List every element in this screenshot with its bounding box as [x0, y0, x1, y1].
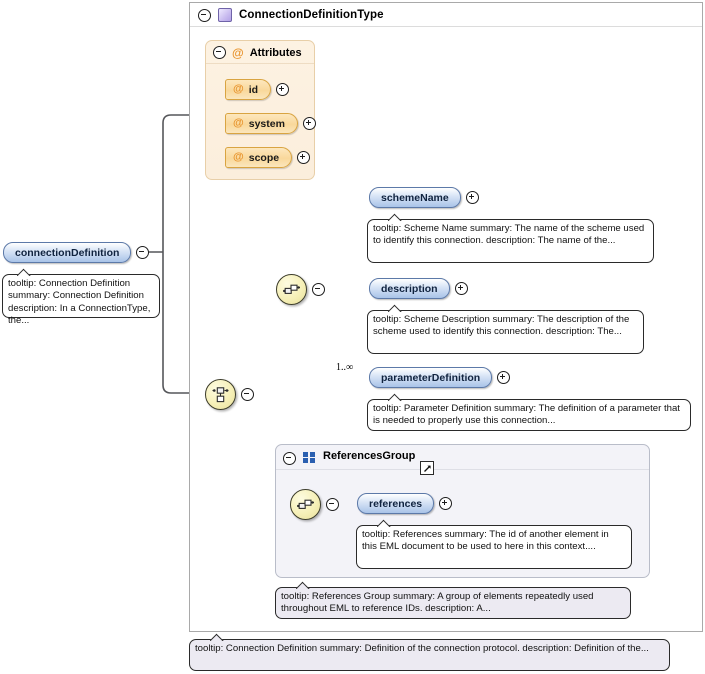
attributes-group-title: Attributes [249, 46, 302, 59]
choice-compositor-row[interactable] [205, 379, 254, 410]
sequence-compositor-row[interactable] [276, 274, 325, 305]
tooltip-pointer [377, 519, 391, 527]
choice-icon[interactable] [205, 379, 236, 410]
attribute-row-scope[interactable]: @ scope [225, 147, 311, 168]
at-sign-icon: @ [233, 117, 244, 129]
at-sign-icon: @ [233, 151, 244, 163]
connection-definition-collapse-toggle[interactable] [136, 246, 150, 259]
parameter-definition-expand-toggle[interactable] [497, 371, 511, 384]
attribute-pill-system[interactable]: @ system [225, 113, 298, 134]
attribute-system-expand-toggle[interactable] [302, 117, 316, 130]
tooltip-pointer [17, 268, 31, 276]
tooltip-pointer [296, 581, 310, 589]
element-row-description[interactable]: description [369, 278, 468, 299]
attributes-group-header: @ Attributes [206, 41, 314, 64]
attribute-row-system[interactable]: @ system [225, 113, 316, 134]
sequence-glyph [297, 499, 314, 509]
tooltip-pointer [388, 304, 402, 312]
element-row-parameter-definition[interactable]: parameterDefinition [369, 367, 511, 388]
attribute-label: scope [248, 151, 280, 164]
element-pill-references[interactable]: references [357, 493, 435, 514]
references-group-title: ReferencesGroup [323, 450, 416, 462]
sequence-icon[interactable] [276, 274, 307, 305]
references-expand-toggle[interactable] [439, 497, 453, 510]
tooltip-scheme-name: tooltip: Scheme Name summary: The name o… [367, 219, 654, 263]
tooltip-text: tooltip: References summary: The id of a… [362, 529, 609, 553]
choice-collapse-toggle[interactable] [241, 388, 254, 401]
type-box-title: ConnectionDefinitionType [239, 9, 384, 21]
description-expand-toggle[interactable] [454, 282, 468, 295]
scheme-name-expand-toggle[interactable] [465, 191, 479, 204]
element-pill-description[interactable]: description [369, 278, 450, 299]
tooltip-connection-definition: tooltip: Connection Definition summary: … [2, 274, 160, 326]
references-sequence-compositor-row[interactable] [290, 489, 339, 520]
tooltip-references-group: tooltip: References Group summary: A gro… [275, 587, 631, 619]
attribute-pill-id[interactable]: @ id [225, 79, 272, 100]
attribute-label: system [248, 117, 285, 130]
at-sign-icon: @ [233, 83, 244, 95]
tooltip-pointer [210, 633, 224, 641]
element-row-scheme-name[interactable]: schemeName [369, 187, 479, 208]
model-group-icon [303, 452, 316, 463]
tooltip-text: tooltip: Connection Definition summary: … [8, 278, 151, 327]
attributes-collapse-toggle[interactable] [213, 46, 226, 59]
tooltip-references: tooltip: References summary: The id of a… [356, 525, 632, 569]
references-group-header: ReferencesGroup [276, 445, 649, 475]
occurrence-label-parameter-definition: 1..∞ [336, 362, 354, 373]
tooltip-connection-definition-type: tooltip: Connection Definition summary: … [189, 639, 670, 671]
sequence-glyph [283, 284, 300, 294]
tooltip-pointer [388, 393, 402, 401]
attributes-group-box: @ Attributes @ id @ system @ scope [205, 40, 316, 180]
element-pill-connection-definition[interactable]: connectionDefinition [3, 242, 132, 263]
external-link-icon[interactable] [420, 461, 434, 475]
references-sequence-collapse-toggle[interactable] [326, 498, 339, 511]
tooltip-description: tooltip: Scheme Description summary: The… [367, 310, 644, 354]
choice-glyph [212, 387, 229, 403]
element-row-references[interactable]: references [357, 493, 453, 514]
tooltip-text: tooltip: Parameter Definition summary: T… [373, 403, 680, 427]
tooltip-text: tooltip: Scheme Description summary: The… [373, 314, 630, 338]
attribute-pill-scope[interactable]: @ scope [225, 147, 293, 168]
element-pill-parameter-definition[interactable]: parameterDefinition [369, 367, 493, 388]
tooltip-text: tooltip: Scheme Name summary: The name o… [373, 223, 645, 247]
tooltip-text: tooltip: Connection Definition summary: … [195, 643, 649, 654]
attribute-label: id [248, 83, 259, 96]
external-link-arrow-glyph [423, 465, 431, 472]
sequence-collapse-toggle[interactable] [312, 283, 325, 296]
at-sign-icon: @ [232, 45, 244, 60]
tooltip-parameter-definition: tooltip: Parameter Definition summary: T… [367, 399, 691, 431]
attribute-id-expand-toggle[interactable] [276, 83, 290, 96]
element-pill-scheme-name[interactable]: schemeName [369, 187, 461, 208]
root-element-connection-definition[interactable]: connectionDefinition [3, 242, 150, 263]
type-box-header: ConnectionDefinitionType [190, 3, 702, 27]
complex-type-icon [218, 8, 232, 22]
tooltip-pointer [388, 213, 402, 221]
type-box-collapse-toggle[interactable] [198, 8, 211, 22]
tooltip-text: tooltip: References Group summary: A gro… [281, 591, 594, 615]
attribute-row-id[interactable]: @ id [225, 79, 290, 100]
references-group-collapse-toggle[interactable] [283, 452, 296, 465]
attribute-scope-expand-toggle[interactable] [297, 151, 311, 164]
sequence-icon[interactable] [290, 489, 321, 520]
